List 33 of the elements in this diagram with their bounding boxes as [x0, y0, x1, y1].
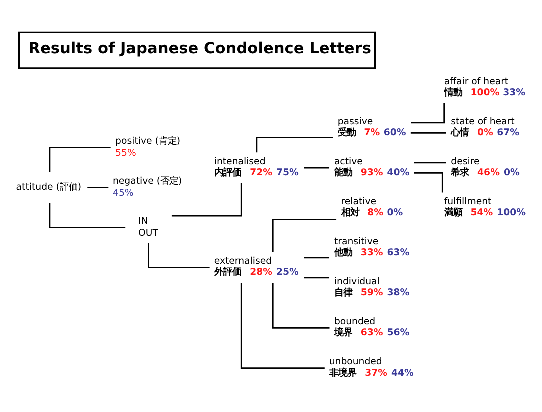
node-text: intenalised 内評価 72% 75%	[214, 156, 299, 179]
connector	[414, 162, 446, 164]
node-text: desire 希求 46% 0%	[451, 156, 520, 179]
node-text: affair of heart 情動 100% 33%	[444, 76, 526, 99]
node-text: negative (否定) 45%	[113, 176, 182, 200]
connector	[240, 283, 325, 369]
connector	[410, 132, 446, 134]
node-text: relative 相対 8% 0%	[341, 196, 404, 219]
node-text: individual 自律 59% 38%	[334, 276, 410, 299]
connector	[304, 167, 330, 169]
connector	[172, 184, 242, 217]
node-text: bounded 境界 63% 56%	[334, 316, 410, 339]
connector	[414, 172, 444, 193]
connector	[304, 257, 330, 259]
connector	[88, 187, 109, 188]
node-text: unbounded 非境界 37% 44%	[329, 356, 414, 379]
node-text: active 能動 93% 40%	[334, 156, 410, 179]
connector	[148, 243, 210, 268]
connector	[304, 277, 330, 279]
node-text: IN OUT	[138, 216, 158, 240]
node-text: attitude (評価)	[16, 182, 82, 194]
connector	[411, 103, 446, 124]
connector	[49, 203, 126, 228]
node-text: externalised 外評価 28% 25%	[214, 256, 299, 278]
diagram-title: Results of Japanese Condolence Letters	[28, 39, 372, 58]
node-text: state of heart 心情 0% 67%	[451, 116, 520, 139]
connector	[272, 283, 330, 329]
connector	[49, 146, 111, 172]
node-text: positive (肯定) 55%	[116, 136, 181, 159]
node-text: passive 受動 7% 60%	[338, 116, 406, 139]
node-text: fulfillment 満願 54% 100%	[444, 196, 526, 219]
connector	[272, 219, 337, 252]
node-text: transitive 他動 33% 63%	[334, 236, 410, 259]
